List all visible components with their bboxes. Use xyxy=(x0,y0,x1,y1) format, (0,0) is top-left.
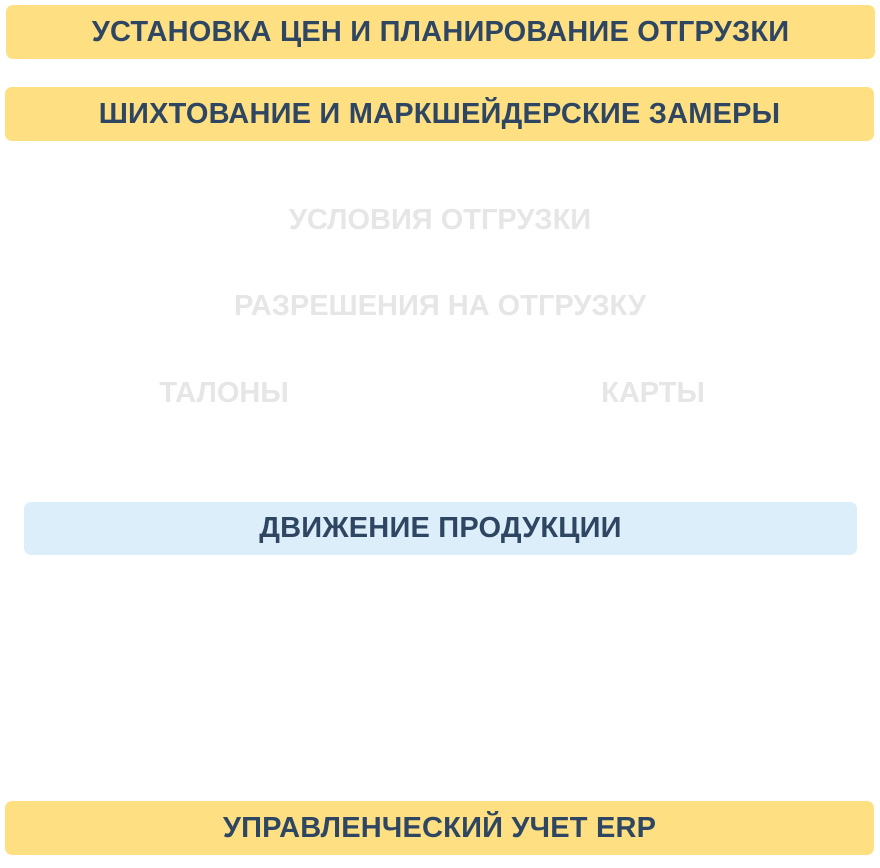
product-movement-block[interactable]: ДВИЖЕНИЕ ПРОДУКЦИИ xyxy=(24,502,857,555)
talons-label: ТАЛОНЫ xyxy=(159,377,289,409)
cards-label: КАРТЫ xyxy=(601,377,705,409)
shipment-permissions-label: РАЗРЕШЕНИЯ НА ОТГРУЗКУ xyxy=(233,290,647,322)
shipment-conditions-label: УСЛОВИЯ ОТГРУЗКИ xyxy=(288,204,592,236)
blending-and-survey-measurements-block[interactable]: ШИХТОВАНИЕ И МАРКШЕЙДЕРСКИЕ ЗАМЕРЫ xyxy=(5,87,874,141)
pricing-and-shipment-planning-block[interactable]: УСТАНОВКА ЦЕН И ПЛАНИРОВАНИЕ ОТГРУЗКИ xyxy=(6,5,875,59)
management-accounting-erp-block[interactable]: УПРАВЛЕНЧЕСКИЙ УЧЕТ ERP xyxy=(5,801,874,855)
